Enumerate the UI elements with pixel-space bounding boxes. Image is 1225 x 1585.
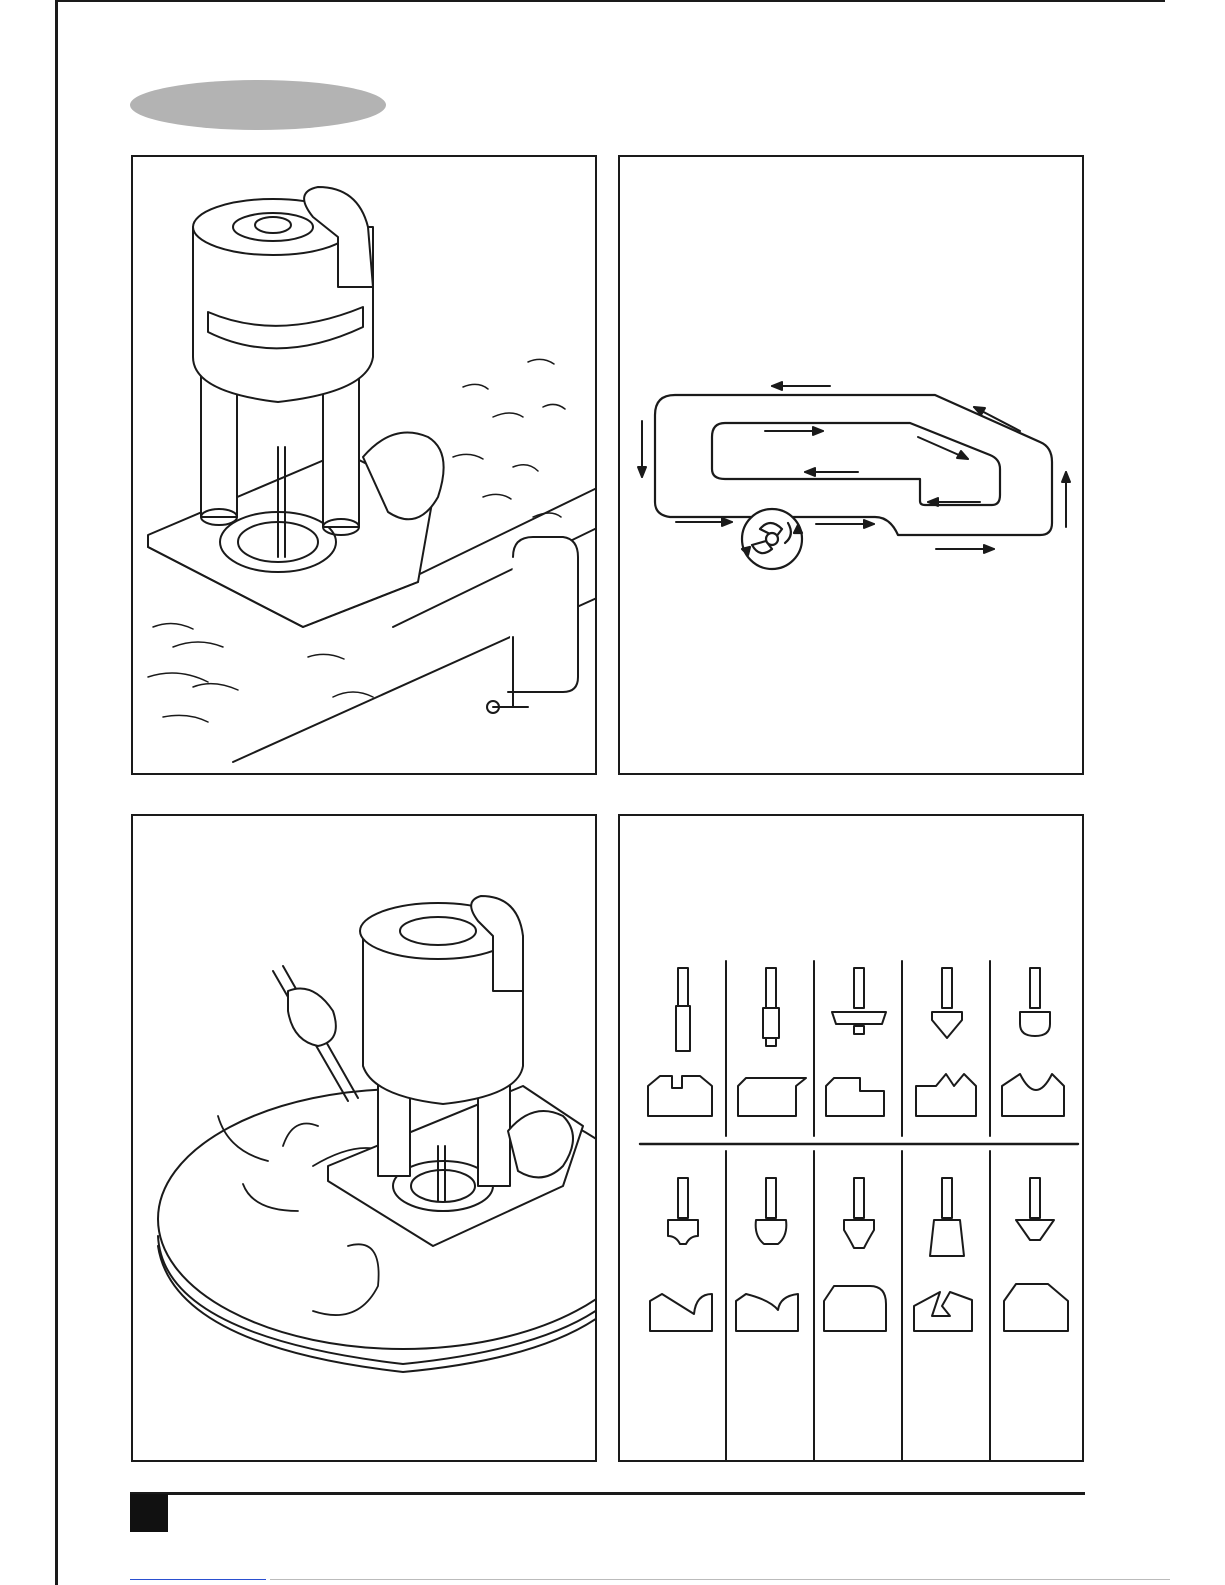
figure-router-bit-profiles bbox=[618, 814, 1084, 1462]
bottom-link-underline bbox=[130, 1579, 266, 1580]
cutter-rotation-icon bbox=[742, 509, 802, 569]
routing-direction-diagram bbox=[620, 157, 1084, 775]
figure-routing-direction bbox=[618, 155, 1084, 775]
left-margin-rule bbox=[55, 0, 58, 1585]
footer-rule bbox=[130, 1492, 1085, 1495]
groove-profile-icon bbox=[650, 1284, 1068, 1331]
router-guide-illustration bbox=[133, 157, 597, 775]
inner-route-path bbox=[712, 423, 1000, 505]
clamp-icon bbox=[487, 537, 578, 713]
groove-profile-icon bbox=[648, 1074, 1064, 1116]
feed-direction-arrow-icon bbox=[638, 382, 1070, 553]
figure-router-circle-cutting bbox=[131, 814, 597, 1462]
router-bit-icon bbox=[676, 968, 1050, 1051]
router-icon bbox=[328, 896, 583, 1246]
page-number-tab bbox=[130, 1494, 168, 1532]
bottom-rule bbox=[270, 1579, 1170, 1580]
router-icon bbox=[148, 187, 444, 627]
section-header-pill bbox=[130, 80, 386, 130]
circle-cutting-illustration bbox=[133, 816, 597, 1462]
top-margin-rule bbox=[55, 0, 1165, 2]
figure-router-with-guide bbox=[131, 155, 597, 775]
trammel-point-icon bbox=[273, 966, 358, 1101]
router-bit-grid bbox=[620, 816, 1084, 1462]
